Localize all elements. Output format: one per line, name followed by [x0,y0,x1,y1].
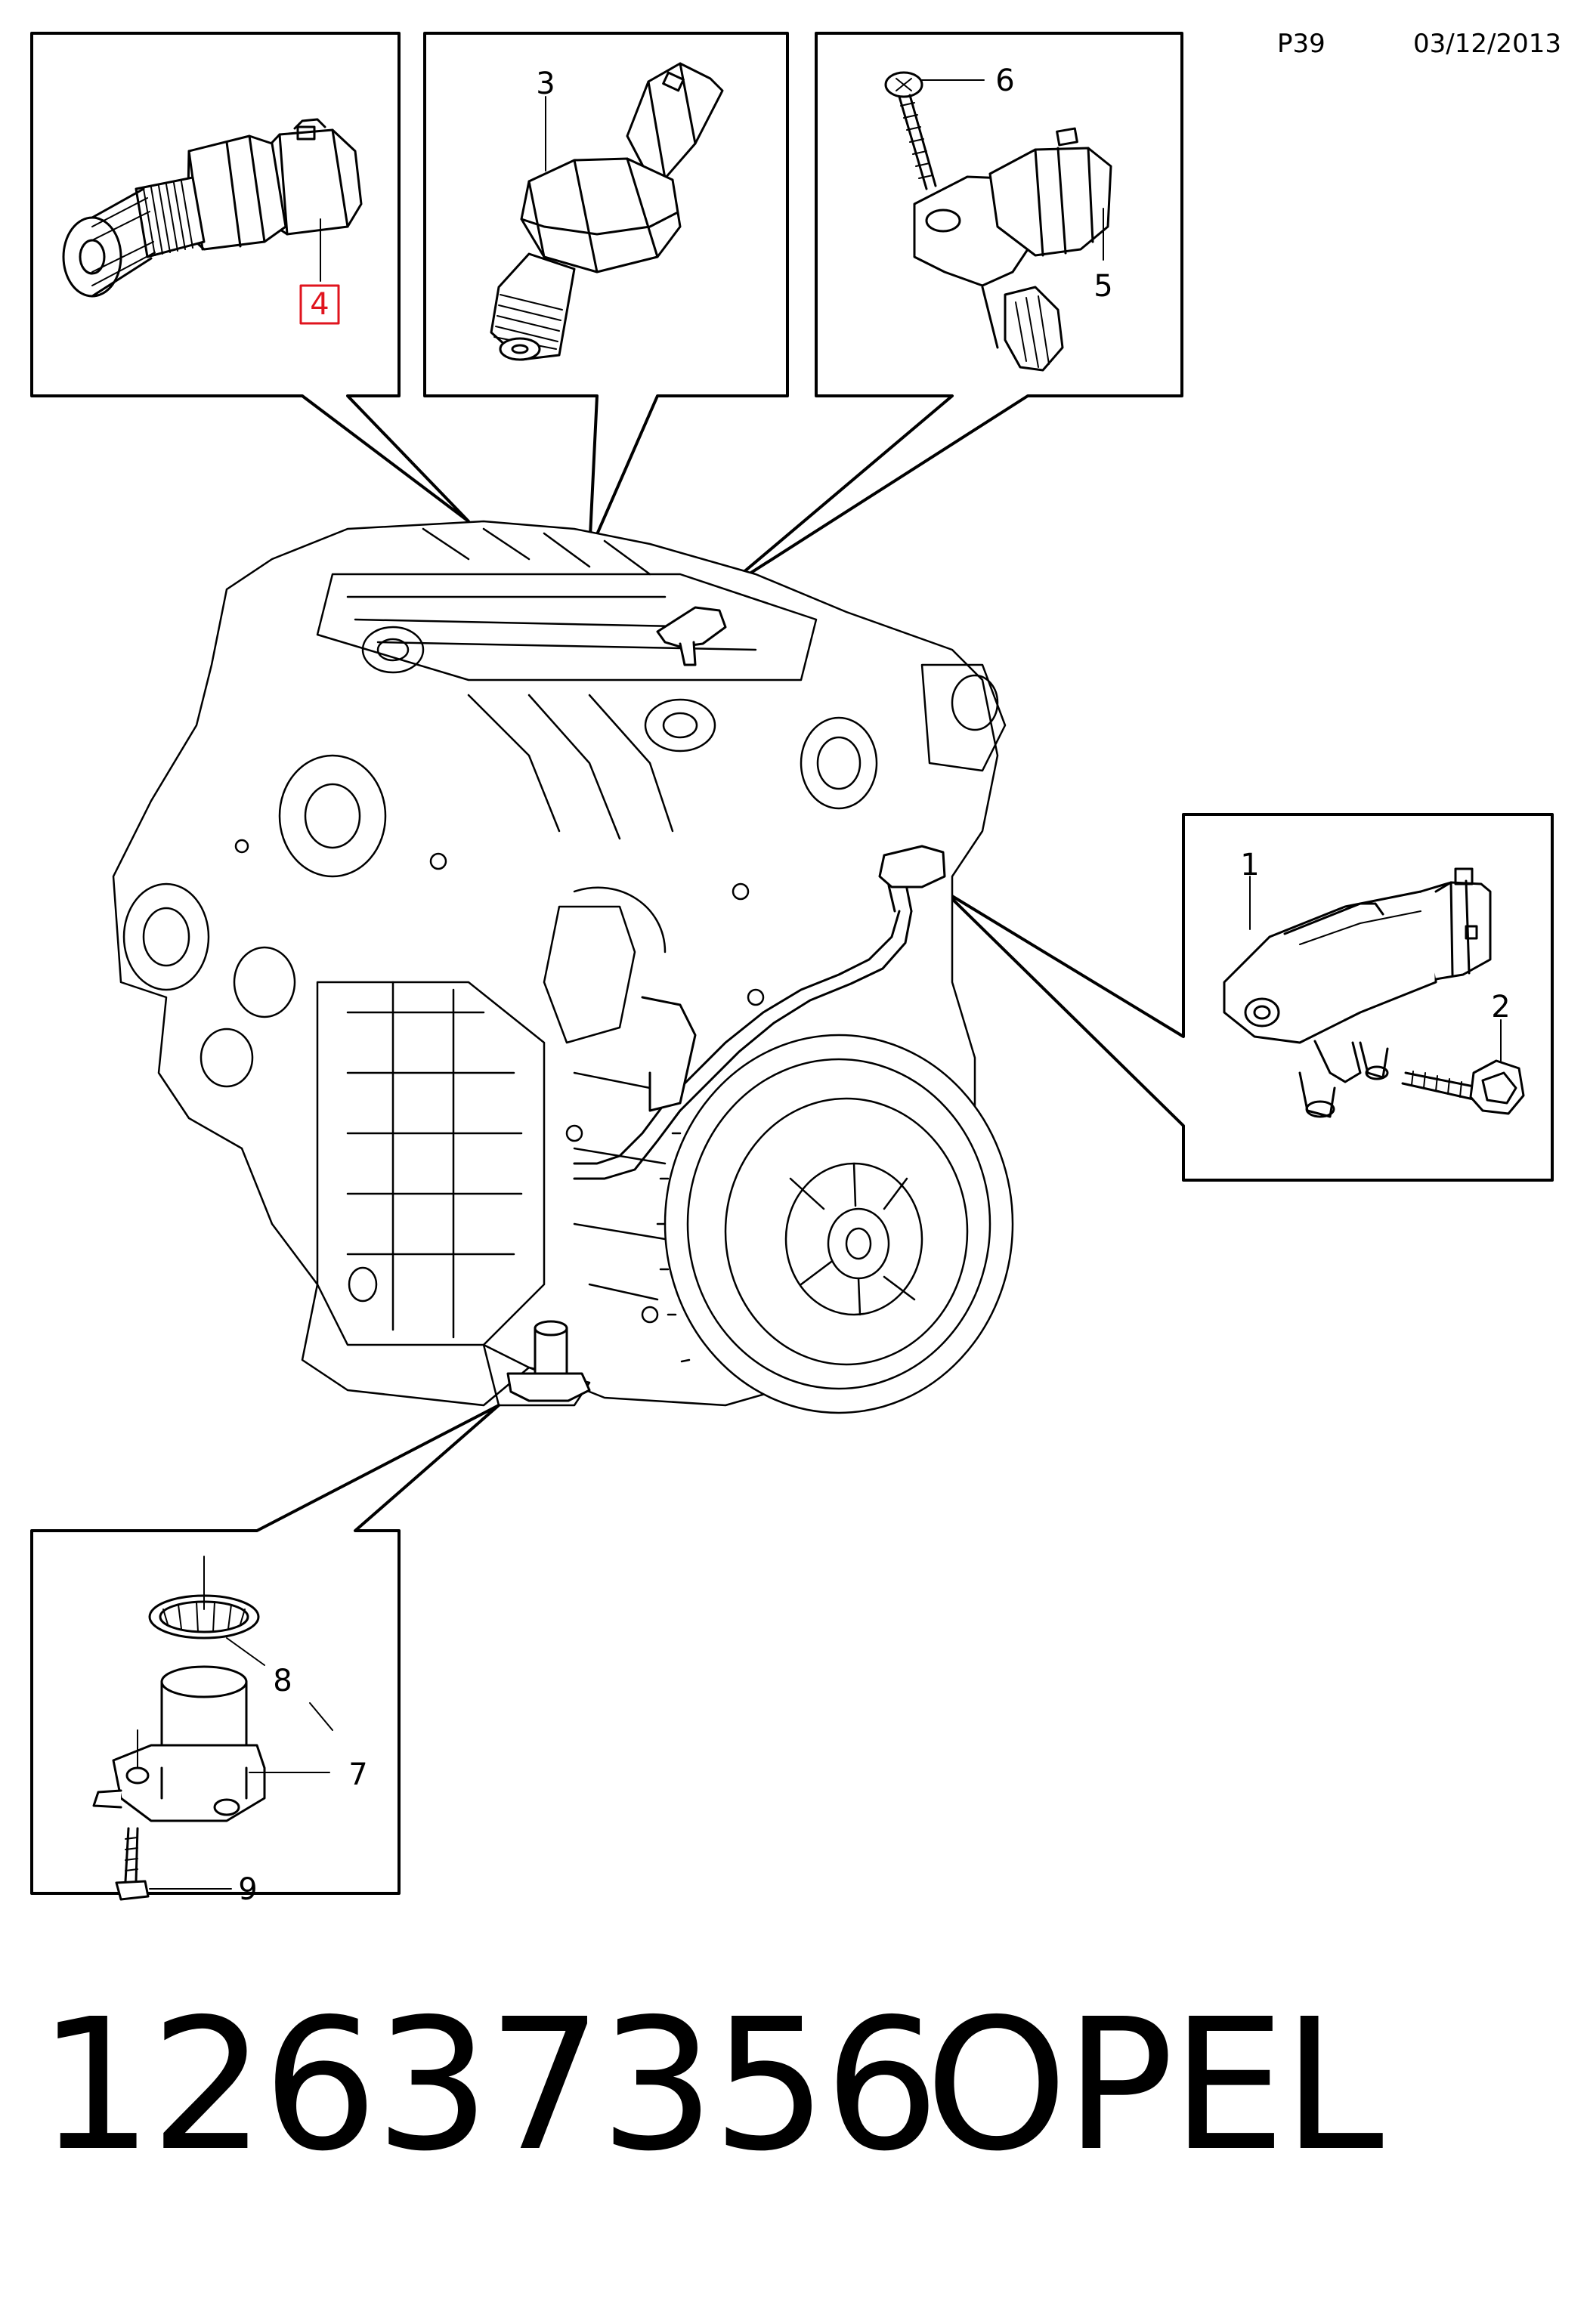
callout-2[interactable]: 2 [1491,990,1510,1024]
callout-1[interactable]: 1 [1240,848,1259,882]
seal-ring-8[interactable] [148,1556,265,1666]
callout-5[interactable]: 5 [1094,269,1112,304]
engine-map-sensor[interactable] [656,606,727,666]
engine-pressure-pipes [573,910,913,1180]
brand-name: OPEL [925,1979,1384,2191]
callout-7[interactable]: 7 [348,1757,367,1792]
engine-assembly [112,520,1014,1414]
pressure-switch-3[interactable] [490,62,724,361]
oil-pressure-switch-4[interactable] [62,118,363,298]
screw-6[interactable] [884,71,985,190]
highlight-box-4 [299,284,340,325]
callout-6[interactable]: 6 [995,63,1014,98]
bolt-2[interactable] [1401,1019,1525,1115]
detail-frame-3 [423,32,789,553]
callout-3[interactable]: 3 [536,66,555,101]
detail-frame-4 [30,32,470,523]
engine-oil-level-sensor[interactable] [506,1320,591,1402]
bolt-9[interactable] [115,1827,232,1901]
page-code: P39 [1277,29,1326,59]
engine-diff-pressure-sensor[interactable] [878,845,946,913]
map-sensor-5[interactable] [913,127,1112,372]
diagram-date: 03/12/2013 [1413,29,1561,59]
part-number: 12637356 [38,1979,940,2191]
callout-4[interactable]: 4 [310,287,329,322]
callout-9[interactable]: 9 [238,1872,257,1907]
oil-level-sensor-7[interactable] [92,1665,333,1822]
callout-8[interactable]: 8 [273,1664,292,1698]
detail-frame-7-9 [30,1404,500,1895]
diff-pressure-sensor-1[interactable] [1223,867,1492,1118]
